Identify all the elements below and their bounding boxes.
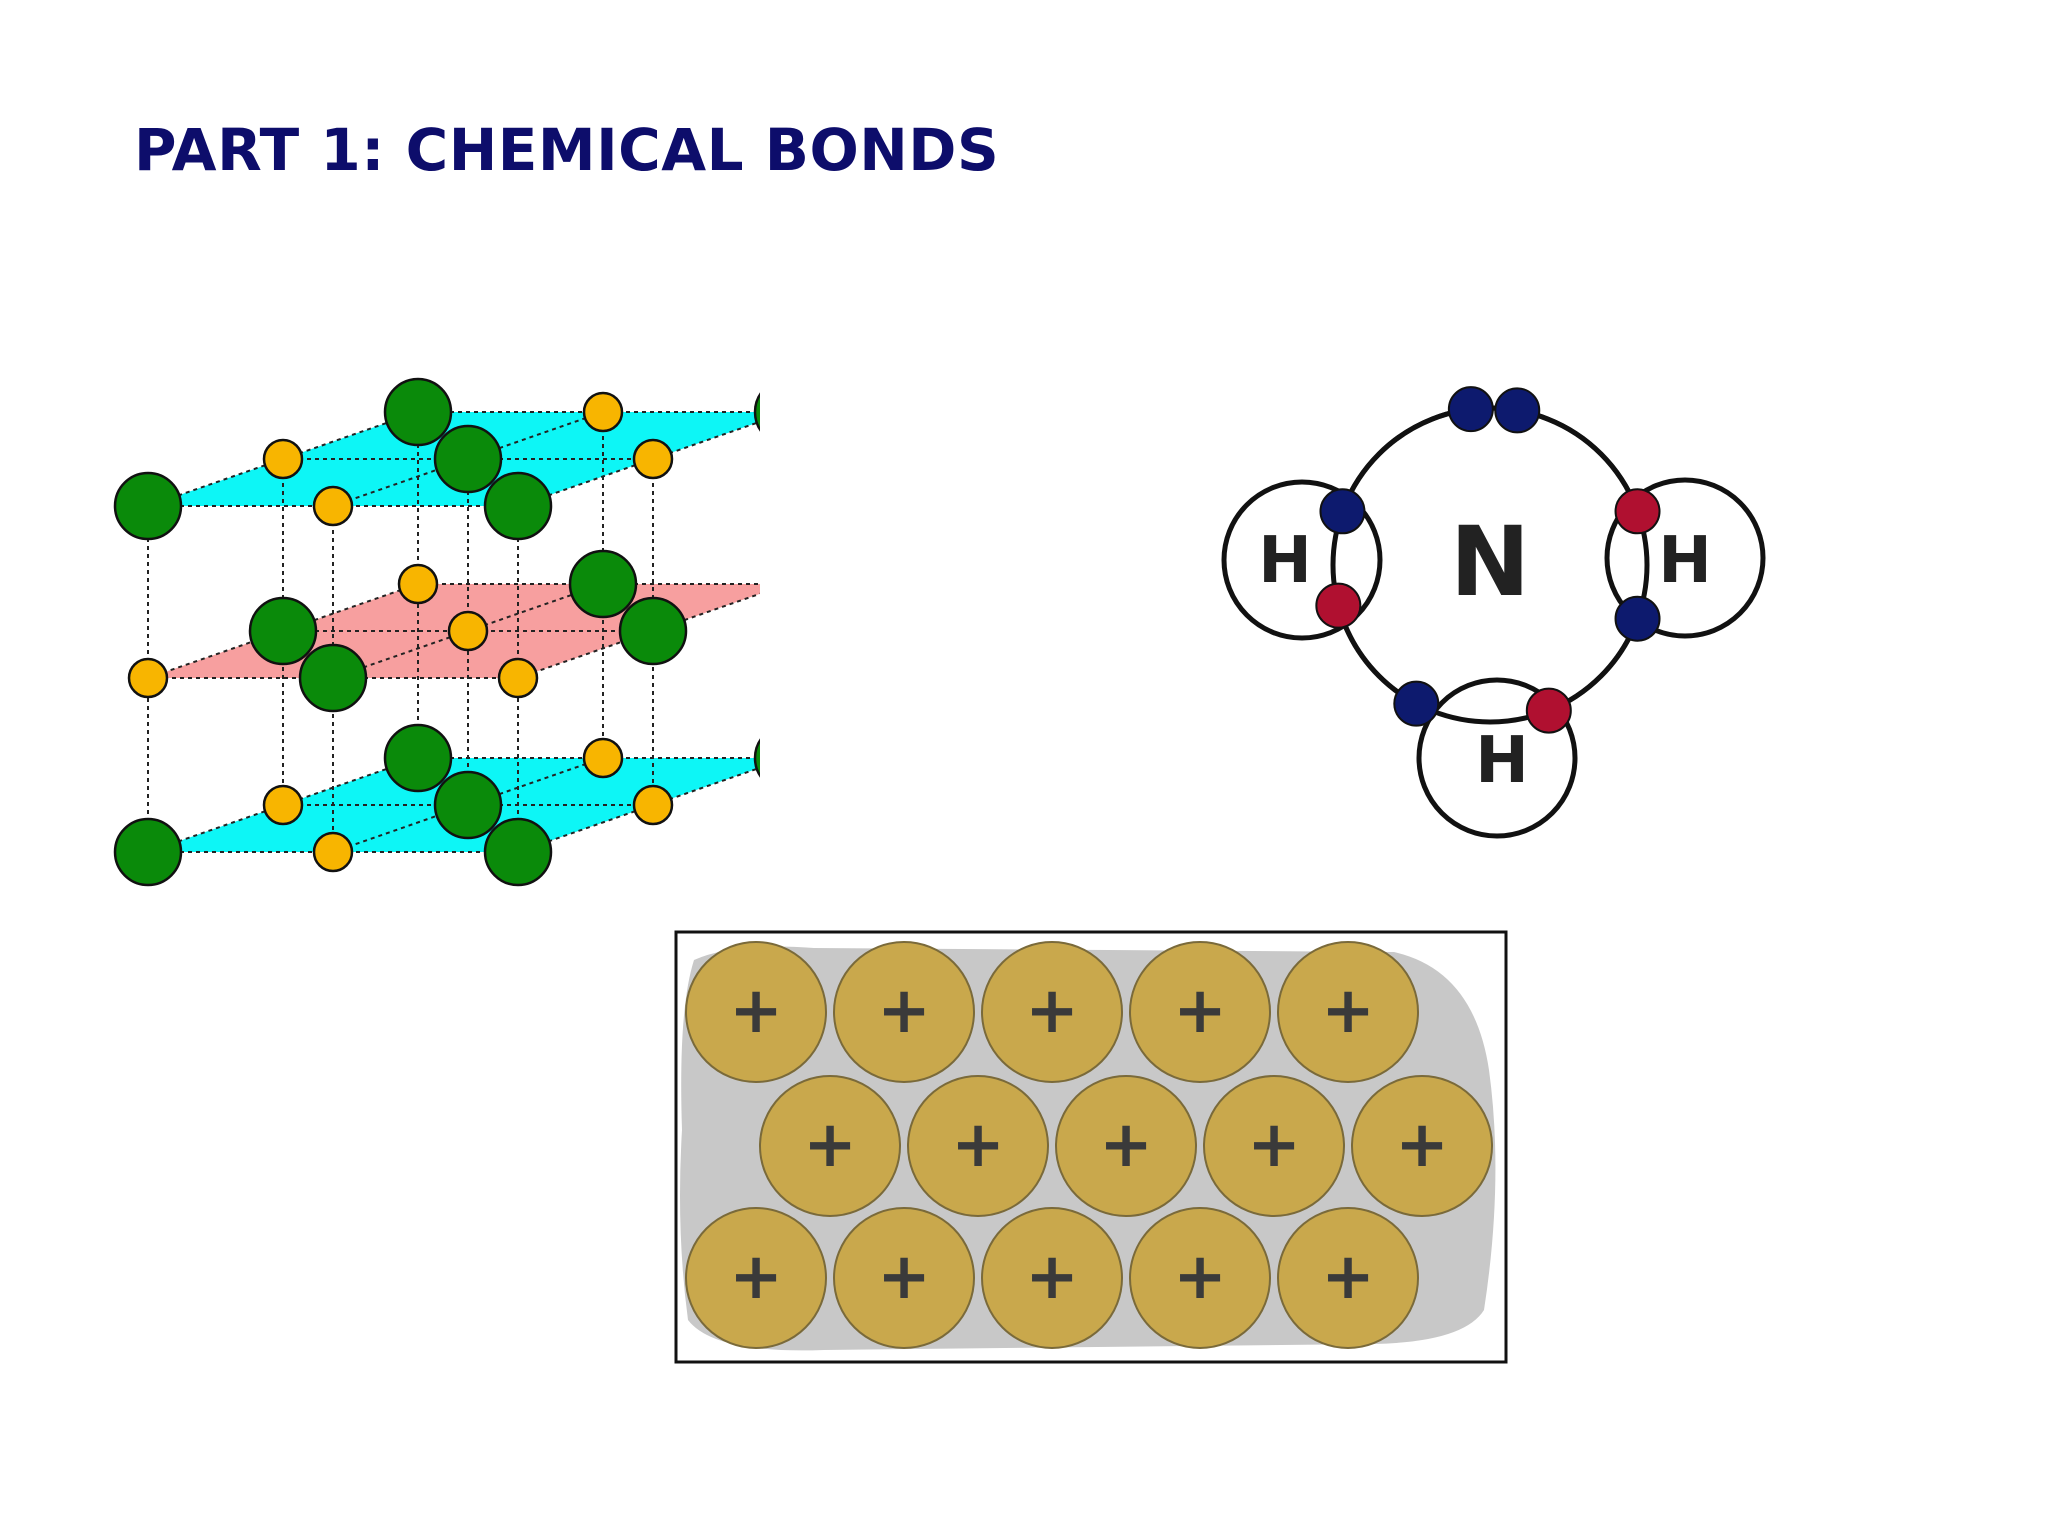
lattice-ions: [113, 377, 760, 887]
nitrogen-label: N: [1450, 506, 1530, 618]
large-ion: [483, 817, 553, 887]
metal-ion: [1351, 1075, 1493, 1217]
large-ion: [433, 770, 503, 840]
metal-ion-charge: +: [729, 1240, 783, 1314]
metal-ion-charge: +: [1173, 1240, 1227, 1314]
hydrogen-electron: [1525, 687, 1572, 734]
metal-ion: [833, 1207, 975, 1349]
metal-ion-charge: +: [729, 974, 783, 1048]
large-ion: [383, 377, 453, 447]
metal-ion-charge: +: [803, 1108, 857, 1182]
large-ion: [298, 643, 368, 713]
small-ion: [127, 657, 169, 699]
nitrogen-electron: [1614, 595, 1661, 642]
small-ion: [447, 610, 489, 652]
large-ion: [618, 596, 688, 666]
small-ion: [312, 485, 354, 527]
nitrogen-electron: [1393, 680, 1440, 727]
metal-ion: [981, 941, 1123, 1083]
metal-ion: [1129, 1207, 1271, 1349]
metal-ion: [1055, 1075, 1197, 1217]
metal-ion-charge: +: [877, 1240, 931, 1314]
metal-ion-charge: +: [1099, 1108, 1153, 1182]
small-ion: [632, 438, 674, 480]
large-ion: [113, 817, 183, 887]
metal-ion: [907, 1075, 1049, 1217]
large-ion: [383, 723, 453, 793]
large-ion: [483, 471, 553, 541]
metal-ion: [1277, 941, 1419, 1083]
ammonia-electrons: [1315, 386, 1661, 734]
metal-ion-charge: +: [1321, 1240, 1375, 1314]
metal-ion-charge: +: [877, 974, 931, 1048]
hydrogen-electron: [1614, 488, 1661, 535]
small-ion: [582, 391, 624, 433]
metal-ion: [833, 941, 975, 1083]
metallic-bonding-diagram: + + + + + + + + + + + + + + +: [674, 930, 1508, 1364]
small-ion: [497, 657, 539, 699]
small-ion: [632, 784, 674, 826]
large-ion: [568, 549, 638, 619]
ionic-lattice-diagram: [113, 377, 760, 887]
large-ion: [248, 596, 318, 666]
nitrogen-electron: [1494, 387, 1541, 434]
metal-ion-charge: +: [1247, 1108, 1301, 1182]
large-ion: [753, 392, 760, 432]
metal-ion-charge: +: [951, 1108, 1005, 1182]
hydrogen-electron: [1315, 582, 1362, 629]
slide-title: PART 1: CHEMICAL BONDS: [134, 116, 1000, 184]
hydrogen-label-left: H: [1258, 524, 1312, 598]
metal-ions: + + + + + + + + + + + + + + +: [685, 941, 1493, 1349]
small-ion: [262, 438, 304, 480]
metal-ion: [685, 1207, 827, 1349]
large-ion: [433, 424, 503, 494]
metal-ion-charge: +: [1025, 974, 1079, 1048]
metal-ion: [1277, 1207, 1419, 1349]
metal-ion-charge: +: [1395, 1108, 1449, 1182]
metal-ion: [759, 1075, 901, 1217]
hydrogen-label-bottom: H: [1475, 724, 1529, 798]
nitrogen-electron: [1319, 488, 1366, 535]
small-ion: [397, 563, 439, 605]
metal-ion: [1203, 1075, 1345, 1217]
large-ion: [753, 738, 760, 778]
metal-ion-charge: +: [1173, 974, 1227, 1048]
metal-ion-charge: +: [1025, 1240, 1079, 1314]
ammonia-bonding-diagram: N H H H: [1221, 386, 1766, 839]
metal-ion-charge: +: [1321, 974, 1375, 1048]
nitrogen-electron: [1447, 386, 1494, 433]
hydrogen-label-right: H: [1658, 524, 1712, 598]
small-ion: [582, 737, 624, 779]
metal-ion: [685, 941, 827, 1083]
small-ion: [312, 831, 354, 873]
large-ion: [113, 471, 183, 541]
metal-ion: [981, 1207, 1123, 1349]
metal-ion: [1129, 941, 1271, 1083]
small-ion: [262, 784, 304, 826]
